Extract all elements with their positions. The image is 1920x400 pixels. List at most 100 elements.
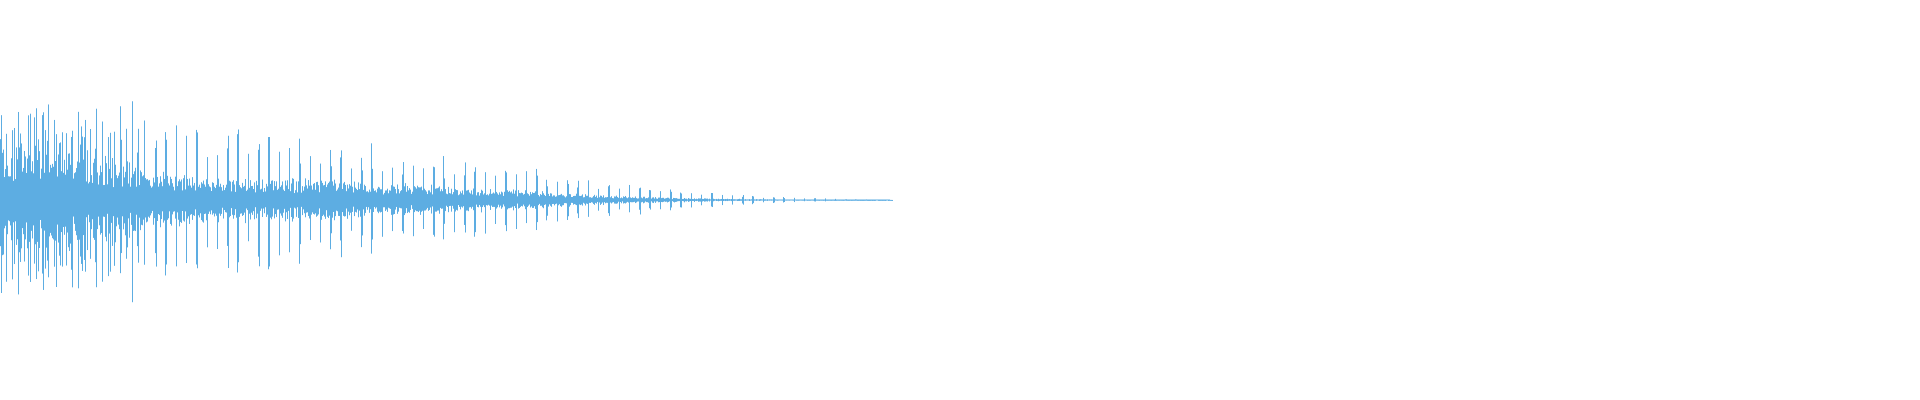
waveform-sample [668, 197, 669, 202]
waveform-sample [393, 186, 394, 215]
waveform-sample [119, 172, 120, 230]
waveform-sample [581, 195, 582, 205]
waveform-sample [531, 194, 532, 207]
waveform-sample [510, 192, 511, 208]
waveform-sample [597, 197, 598, 202]
waveform-sample [822, 199, 823, 201]
waveform-sample [183, 178, 184, 221]
waveform-sample [870, 199, 871, 201]
waveform-sample [892, 199, 893, 201]
waveform-sample [456, 190, 457, 210]
waveform-sample [571, 197, 572, 203]
waveform-sample [89, 181, 90, 223]
waveform-sample [5, 169, 6, 226]
waveform-sample [84, 137, 85, 260]
waveform-sample [750, 199, 751, 201]
waveform-sample [824, 199, 825, 201]
waveform-sample [558, 195, 559, 206]
waveform-sample [298, 181, 299, 219]
waveform-sample [759, 199, 760, 201]
waveform-sample [696, 198, 697, 202]
waveform-sample [556, 196, 557, 204]
waveform-sample [502, 192, 503, 208]
waveform-sample [93, 162, 94, 238]
waveform-sample [151, 187, 152, 214]
waveform-sample [17, 159, 18, 240]
waveform-sample [420, 187, 421, 215]
waveform-sample [53, 166, 54, 240]
waveform-sample [453, 192, 454, 209]
waveform-sample [444, 178, 445, 224]
waveform-sample [843, 199, 844, 201]
waveform-sample [397, 184, 398, 214]
waveform-sample [178, 181, 179, 220]
waveform-sample [161, 181, 162, 220]
waveform-sample [649, 189, 650, 209]
waveform-sample [653, 197, 654, 204]
waveform-sample [389, 190, 390, 209]
waveform-sample [813, 199, 814, 201]
waveform-sample [156, 140, 157, 267]
waveform-sample [723, 198, 724, 202]
waveform-sample [18, 111, 19, 295]
waveform-sample [219, 186, 220, 214]
waveform-sample [800, 199, 801, 201]
waveform-sample [434, 167, 435, 237]
waveform-sample [154, 182, 155, 219]
waveform-sample [343, 183, 344, 216]
waveform-sample [583, 197, 584, 203]
waveform-sample [749, 199, 750, 201]
waveform-sample [256, 180, 257, 219]
waveform-sample [213, 182, 214, 214]
waveform-sample [461, 193, 462, 207]
waveform-sample [318, 185, 319, 215]
waveform-sample [171, 178, 172, 226]
waveform-sample [357, 190, 358, 210]
waveform-sample [267, 186, 268, 215]
waveform-sample [594, 194, 595, 205]
waveform-sample [755, 199, 756, 201]
waveform-sample [66, 133, 67, 266]
waveform-sample [268, 137, 269, 270]
waveform-sample [714, 199, 715, 201]
waveform-sample [132, 101, 133, 303]
waveform-sample [720, 199, 721, 201]
waveform-sample [589, 197, 590, 203]
waveform-sample [758, 199, 759, 201]
waveform-sample [13, 180, 14, 223]
waveform-sample [845, 199, 846, 201]
waveform-sample [388, 193, 389, 208]
waveform-sample [686, 198, 687, 202]
waveform-sample [705, 198, 706, 202]
waveform-sample [229, 180, 230, 218]
waveform-sample [35, 145, 36, 245]
waveform-sample [568, 183, 569, 217]
waveform-sample [7, 165, 8, 235]
waveform-sample [650, 190, 651, 210]
waveform-sample [784, 198, 785, 203]
waveform-sample [869, 199, 870, 201]
waveform-sample [6, 133, 7, 282]
waveform-sample [439, 186, 440, 214]
waveform-sample [465, 162, 466, 233]
waveform-sample [846, 199, 847, 201]
waveform-sample [763, 197, 764, 203]
waveform-sample [1, 115, 2, 293]
waveform-sample [436, 188, 437, 212]
waveform-sample [611, 196, 612, 204]
waveform-sample [786, 199, 787, 201]
waveform-sample [87, 150, 88, 251]
waveform-sample [62, 132, 63, 267]
waveform-sample [464, 175, 465, 225]
waveform-sample [438, 187, 439, 211]
waveform-sample [424, 188, 425, 211]
waveform-sample [448, 186, 449, 213]
waveform-sample [614, 196, 615, 204]
waveform-sample [792, 199, 793, 201]
waveform-sample [727, 198, 728, 202]
waveform-sample [626, 197, 627, 203]
waveform-sample [198, 186, 199, 216]
waveform-sample [860, 199, 861, 201]
waveform-sample [572, 196, 573, 203]
waveform-sample [651, 198, 652, 202]
